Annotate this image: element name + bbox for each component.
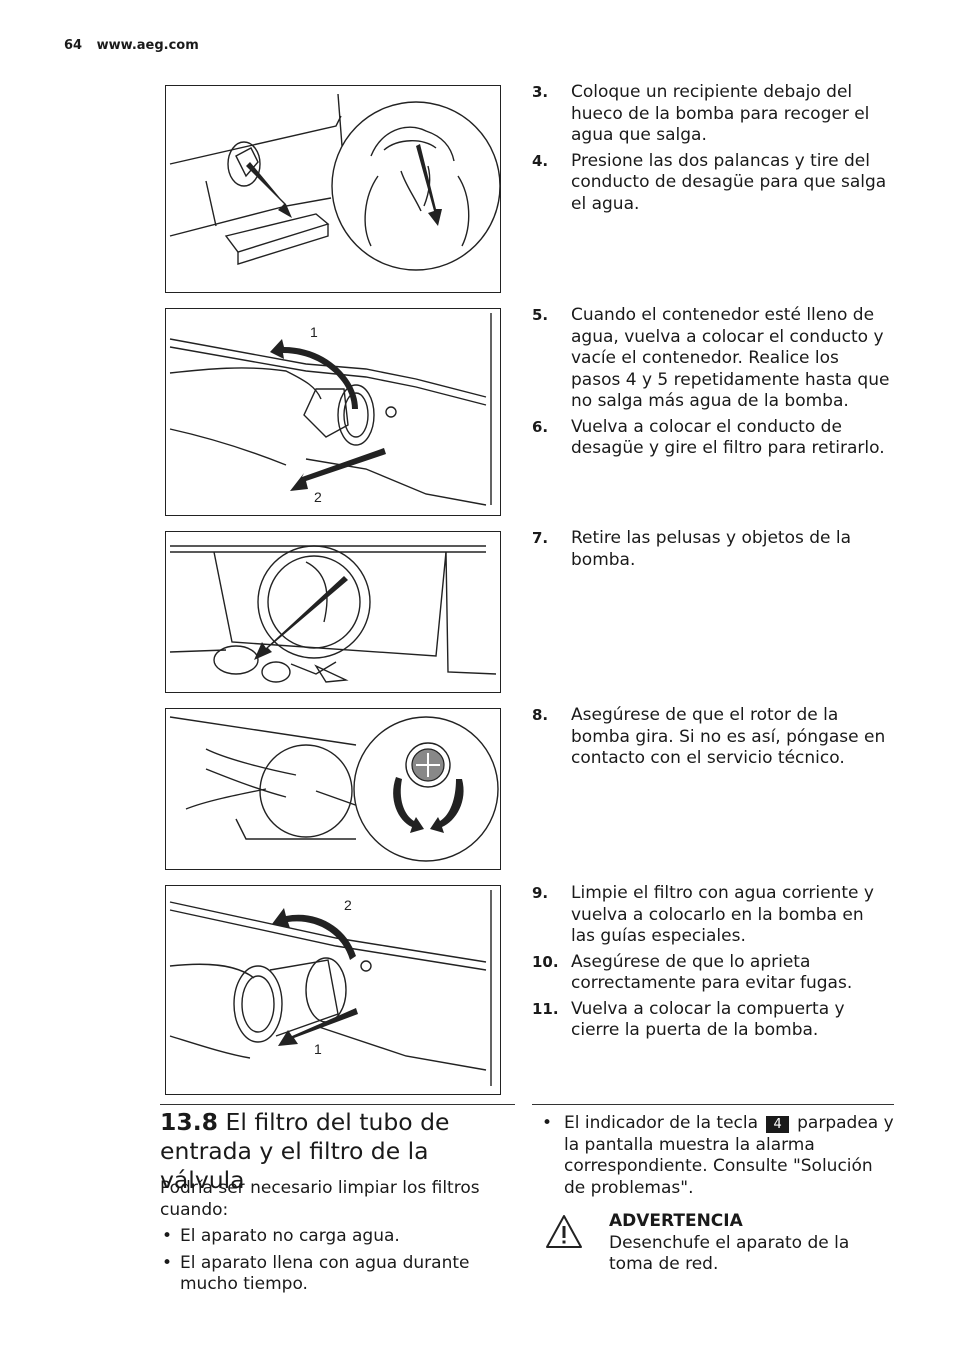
step-item: 6. Vuelva a colocar el conducto de desag… — [532, 417, 892, 460]
step-item: 9. Limpie el filtro con agua corriente y… — [532, 883, 892, 948]
step-number: 9. — [532, 884, 549, 902]
warning-title: ADVERTENCIA — [609, 1211, 743, 1231]
step-text: Vuelva a colocar la compuerta y cierre l… — [571, 998, 845, 1041]
figure-clean-pump — [165, 531, 501, 693]
step-number: 10. — [532, 952, 559, 971]
indicator-text-pre: El indicador de la tecla — [564, 1113, 759, 1133]
step-text: Cuando el contenedor esté lleno de agua,… — [571, 305, 890, 411]
step-number: 4. — [532, 151, 549, 170]
step-text: Limpie el filtro con agua corriente y vu… — [571, 883, 874, 946]
steps-group-2: 5. Cuando el contenedor esté lleno de ag… — [532, 305, 892, 464]
step-item: 11. Vuelva a colocar la compuerta y cier… — [532, 999, 892, 1042]
check-rotor-illustration — [169, 716, 499, 862]
step-text: Vuelva a colocar el conducto de desagüe … — [571, 416, 885, 459]
steps-group-3: 7. Retire las pelusas y objetos de la bo… — [532, 528, 892, 575]
section-intro: Podría ser necesario limpiar los filtros… — [160, 1178, 510, 1296]
figure-refit-filter: 2 1 — [165, 885, 501, 1095]
step-text: Presione las dos palancas y tire del con… — [571, 150, 887, 214]
callout-label: 2 — [344, 897, 352, 913]
page-number: 64 — [64, 38, 83, 53]
step-text: Asegúrese de que el rotor de la bomba gi… — [571, 705, 886, 768]
right-column: El indicador de la tecla 4 parpadea y la… — [540, 1113, 895, 1276]
step-number: 8. — [532, 706, 549, 724]
figure-filter-removal: 1 2 — [165, 308, 501, 516]
step-item: 3. Coloque un recipiente debajo del huec… — [532, 82, 892, 147]
drain-hose-illustration — [169, 93, 500, 271]
step-number: 11. — [532, 999, 559, 1018]
steps-group-1: 3. Coloque un recipiente debajo del huec… — [532, 82, 892, 219]
step-number: 5. — [532, 306, 549, 324]
step-item: 8. Asegúrese de que el rotor de la bomba… — [532, 705, 892, 770]
clean-pump-illustration — [169, 545, 497, 683]
callout-label: 1 — [314, 1041, 322, 1057]
step-number: 7. — [532, 529, 549, 547]
step-text: Coloque un recipiente debajo del hueco d… — [571, 82, 870, 145]
steps-group-4: 8. Asegúrese de que el rotor de la bomba… — [532, 705, 892, 774]
page-header: 64 www.aeg.com — [64, 38, 199, 53]
step-item: 5. Cuando el contenedor esté lleno de ag… — [532, 305, 892, 413]
step-item: 7. Retire las pelusas y objetos de la bo… — [532, 528, 892, 571]
section-number: 13.8 — [160, 1108, 218, 1136]
step-text: Asegúrese de que lo aprieta correctament… — [571, 951, 853, 994]
section-rule-right — [532, 1104, 894, 1106]
steps-group-5: 9. Limpie el filtro con agua corriente y… — [532, 883, 892, 1046]
step-text: Retire las pelusas y objetos de la bomba… — [571, 528, 852, 570]
key-badge: 4 — [766, 1116, 789, 1133]
figure-drain-hose — [165, 85, 501, 293]
callout-label: 1 — [310, 324, 318, 340]
section-heading: 13.8 El filtro del tubo de entrada y el … — [160, 1108, 520, 1195]
section-title: El filtro del tubo de entrada y el filtr… — [160, 1108, 450, 1194]
warning-block: ADVERTENCIA Desenchufe el aparato de la … — [540, 1211, 895, 1276]
filter-removal-illustration: 1 2 — [169, 313, 492, 506]
step-number: 3. — [532, 83, 549, 101]
indicator-text-post: parpadea y la pantalla muestra la alarma… — [564, 1113, 894, 1198]
intro-text: Podría ser necesario limpiar los filtros… — [160, 1178, 480, 1220]
callout-label: 2 — [314, 489, 322, 505]
refit-filter-illustration: 2 1 — [169, 890, 492, 1086]
figure-check-rotor — [165, 708, 501, 870]
list-item: El indicador de la tecla 4 parpadea y la… — [540, 1113, 895, 1199]
section-rule-left — [160, 1104, 515, 1106]
list-item: El aparato llena con agua durante mucho … — [160, 1253, 510, 1296]
list-item: El aparato no carga agua. — [160, 1226, 510, 1248]
site-url: www.aeg.com — [96, 38, 199, 53]
step-number: 6. — [532, 417, 549, 436]
warning-text: Desenchufe el aparato de la toma de red. — [609, 1232, 850, 1275]
warning-icon — [546, 1215, 582, 1248]
step-item: 10. Asegúrese de que lo aprieta correcta… — [532, 952, 892, 995]
step-item: 4. Presione las dos palancas y tire del … — [532, 151, 892, 216]
